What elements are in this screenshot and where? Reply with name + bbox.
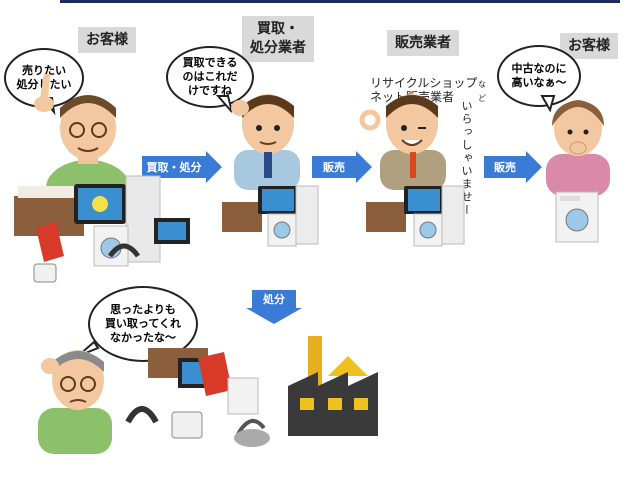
arrow-sell-1-label: 販売: [312, 156, 356, 178]
arrow-sell-1-head: [356, 151, 372, 183]
appliances-seller: [366, 185, 465, 247]
bubble-buyer: 買取できる のはこれだ けですね: [166, 46, 254, 108]
arrow-sell-2-head: [526, 151, 542, 183]
bubble-customer-right: 中古なのに 高いなぁ〜: [497, 45, 581, 107]
rejected-items: [125, 348, 270, 447]
washer-right: [555, 191, 599, 243]
bubble-tail-right: [540, 95, 556, 113]
factory-icon: [288, 336, 378, 436]
bubble-tail-buyer: [215, 95, 233, 113]
customer-woman-figure: [546, 100, 610, 196]
label-buyer: 買取・ 処分業者: [242, 16, 314, 62]
disappointed-man-figure: [38, 350, 112, 454]
arrow-dispose-label: 処分: [252, 290, 296, 308]
buyer-man-figure: [231, 94, 300, 190]
label-seller: 販売業者: [387, 30, 459, 56]
top-rule: [60, 0, 620, 3]
arrow-buy-dispose-label: 買取・処分: [142, 156, 206, 178]
arrow-dispose-head: [246, 308, 302, 324]
arrow-buy-dispose-head: [206, 151, 222, 183]
appliances-buyer: [222, 185, 319, 247]
seller-man-figure: [359, 94, 446, 190]
label-customer-left: お客様: [78, 27, 136, 53]
seller-name-suffix: など: [478, 80, 486, 103]
arrow-sell-2-label: 販売: [484, 156, 526, 178]
appliances-left: [14, 175, 190, 283]
